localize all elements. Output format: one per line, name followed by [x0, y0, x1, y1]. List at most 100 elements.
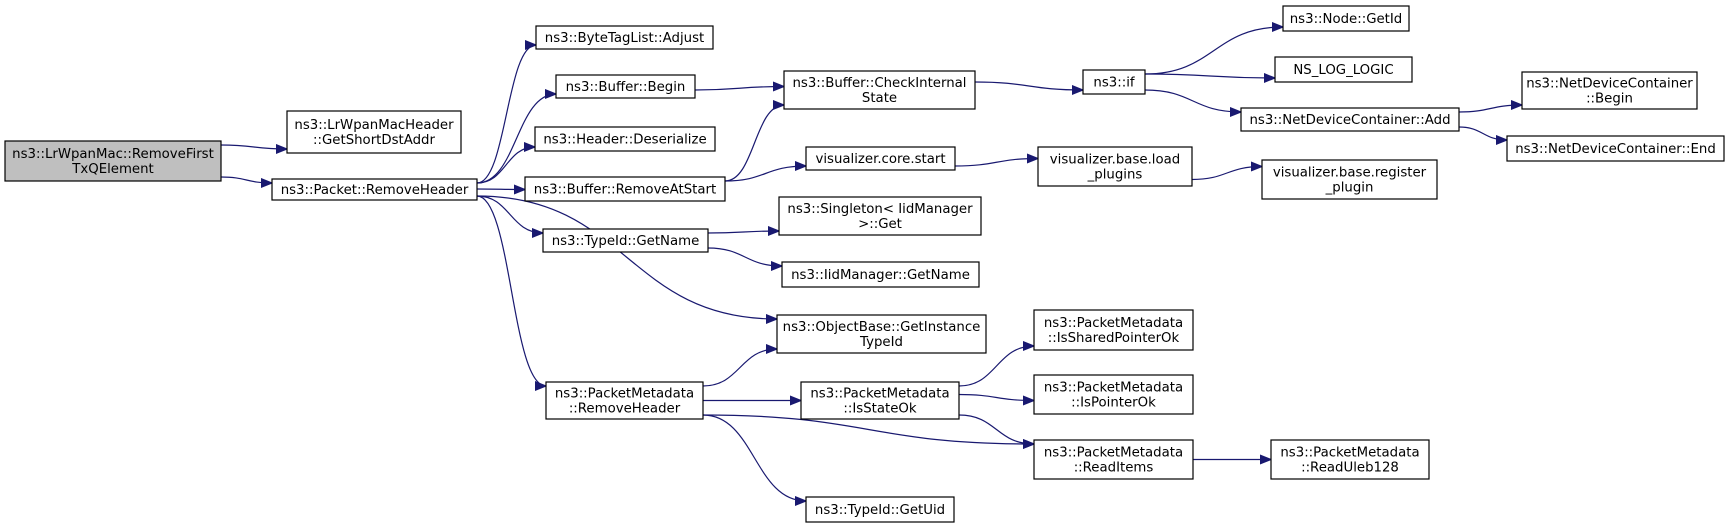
node-label: ns3::TypeId::GetUid [815, 503, 945, 518]
edge-pkt_rh-to-obgit [476, 195, 777, 319]
node-pkt_rh[interactable]: ns3::Packet::RemoveHeader [271, 178, 478, 201]
node-iidname[interactable]: ns3::IidManager::GetName [781, 261, 980, 288]
edge-pmiso-to-pmisp [958, 346, 1034, 387]
node-label: ns3::PacketMetadata [555, 387, 694, 402]
node-box[interactable] [805, 496, 955, 523]
node-nodeid[interactable]: ns3::Node::GetId [1282, 5, 1410, 32]
node-box[interactable] [1521, 71, 1698, 110]
node-box[interactable] [4, 140, 222, 182]
node-label: State [862, 91, 897, 106]
node-box[interactable] [524, 176, 726, 202]
node-box[interactable] [805, 146, 956, 171]
node-label: ns3::if [1093, 76, 1134, 91]
edge-ndcadd-to-ndcbegin [1458, 105, 1522, 113]
node-label: ns3::PacketMetadata [1044, 316, 1183, 331]
nodes-layer: ns3::LrWpanMac::RemoveFirstTxQElementns3… [4, 5, 1725, 523]
node-btl[interactable]: ns3::ByteTagList::Adjust [535, 25, 714, 50]
node-label: ns3::PacketMetadata [1280, 446, 1419, 461]
node-label: ::IsStateOk [843, 402, 916, 417]
node-label: ns3::LrWpanMac::RemoveFirst [12, 147, 214, 162]
node-box[interactable] [1282, 5, 1410, 32]
node-box[interactable] [545, 381, 704, 420]
node-box[interactable] [1037, 146, 1193, 187]
edge-pkt_rh-to-tidname [476, 195, 543, 233]
node-shortdst[interactable]: ns3::LrWpanMacHeader::GetShortDstAddr [286, 110, 462, 154]
node-label: ns3::LrWpanMacHeader [294, 118, 454, 133]
node-box[interactable] [1082, 69, 1146, 95]
node-box[interactable] [781, 261, 980, 288]
node-box[interactable] [1033, 309, 1194, 351]
node-label: ::ReadItems [1074, 461, 1154, 476]
node-box[interactable] [271, 178, 478, 201]
node-label: ns3::Header::Deserialize [543, 133, 706, 148]
node-vbl[interactable]: visualizer.base.load_plugins [1037, 146, 1193, 187]
node-label: ::RemoveHeader [569, 402, 681, 417]
edge-pmrh-to-obgit [702, 349, 777, 387]
edge-pmiso-to-pmri [958, 414, 1034, 444]
node-box[interactable] [534, 126, 716, 152]
node-box[interactable] [555, 74, 696, 99]
node-label: ns3::NetDeviceContainer::End [1515, 142, 1716, 157]
node-ndcadd[interactable]: ns3::NetDeviceContainer::Add [1240, 107, 1460, 132]
edge-nsif-to-nodeid [1144, 27, 1283, 75]
node-box[interactable] [778, 196, 982, 236]
node-bufbegin[interactable]: ns3::Buffer::Begin [555, 74, 696, 99]
node-box[interactable] [1506, 135, 1725, 162]
node-box[interactable] [1240, 107, 1460, 132]
node-box[interactable] [783, 70, 976, 110]
node-box[interactable] [286, 110, 462, 154]
node-hdrdes[interactable]: ns3::Header::Deserialize [534, 126, 716, 152]
node-tiduid[interactable]: ns3::TypeId::GetUid [805, 496, 955, 523]
node-ndcend[interactable]: ns3::NetDeviceContainer::End [1506, 135, 1725, 162]
edge-vbl-to-vbr [1191, 167, 1262, 181]
node-nsif[interactable]: ns3::if [1082, 69, 1146, 95]
node-label: TypeId [859, 335, 903, 350]
node-box[interactable] [1274, 56, 1413, 83]
node-singget[interactable]: ns3::Singleton< IidManager>::Get [778, 196, 982, 236]
node-pmrh[interactable]: ns3::PacketMetadata::RemoveHeader [545, 381, 704, 420]
node-box[interactable] [776, 314, 987, 354]
edge-bufras-to-vcs [724, 166, 806, 182]
edge-pkt_rh-to-hdrdes [476, 147, 535, 184]
node-label: ns3::PacketMetadata [810, 387, 949, 402]
node-pmipo[interactable]: ns3::PacketMetadata::IsPointerOk [1033, 374, 1194, 415]
edge-bufbegin-to-bufcis [694, 87, 784, 91]
node-nslog[interactable]: NS_LOG_LOGIC [1274, 56, 1413, 83]
node-box[interactable] [800, 381, 960, 420]
node-box[interactable] [1261, 159, 1438, 200]
node-label: ns3::ByteTagList::Adjust [545, 31, 704, 46]
node-label: ns3::Buffer::RemoveAtStart [534, 183, 716, 198]
node-label: ::Begin [1586, 92, 1633, 107]
node-label: visualizer.base.register [1273, 166, 1427, 181]
node-label: ns3::Singleton< IidManager [787, 202, 973, 217]
edge-pmiso-to-pmipo [958, 393, 1034, 401]
node-pmiso[interactable]: ns3::PacketMetadata::IsStateOk [800, 381, 960, 420]
node-label: _plugin [1325, 181, 1374, 196]
node-pmisp[interactable]: ns3::PacketMetadata::IsSharedPointerOk [1033, 309, 1194, 351]
node-label: NS_LOG_LOGIC [1293, 63, 1393, 78]
node-vbr[interactable]: visualizer.base.register_plugin [1261, 159, 1438, 200]
node-box[interactable] [1270, 439, 1430, 480]
node-bufras[interactable]: ns3::Buffer::RemoveAtStart [524, 176, 726, 202]
edge-root-to-shortdst [220, 145, 287, 149]
edge-tidname-to-singget [707, 231, 779, 233]
node-box[interactable] [1033, 374, 1194, 415]
node-label: visualizer.base.load [1050, 153, 1180, 168]
node-box[interactable] [542, 228, 709, 253]
node-label: ::IsPointerOk [1071, 396, 1156, 411]
node-label: ns3::IidManager::GetName [791, 268, 970, 283]
node-pmrul[interactable]: ns3::PacketMetadata::ReadUleb128 [1270, 439, 1430, 480]
edge-nsif-to-nslog [1144, 74, 1275, 78]
node-vcs[interactable]: visualizer.core.start [805, 146, 956, 171]
node-pmri[interactable]: ns3::PacketMetadata::ReadItems [1033, 439, 1194, 480]
node-tidname[interactable]: ns3::TypeId::GetName [542, 228, 709, 253]
edge-pkt_rh-to-bufbegin [476, 94, 556, 184]
node-ndcbegin[interactable]: ns3::NetDeviceContainer::Begin [1521, 71, 1698, 110]
node-box[interactable] [535, 25, 714, 50]
node-box[interactable] [1033, 439, 1194, 480]
edge-ndcadd-to-ndcend [1458, 126, 1507, 140]
